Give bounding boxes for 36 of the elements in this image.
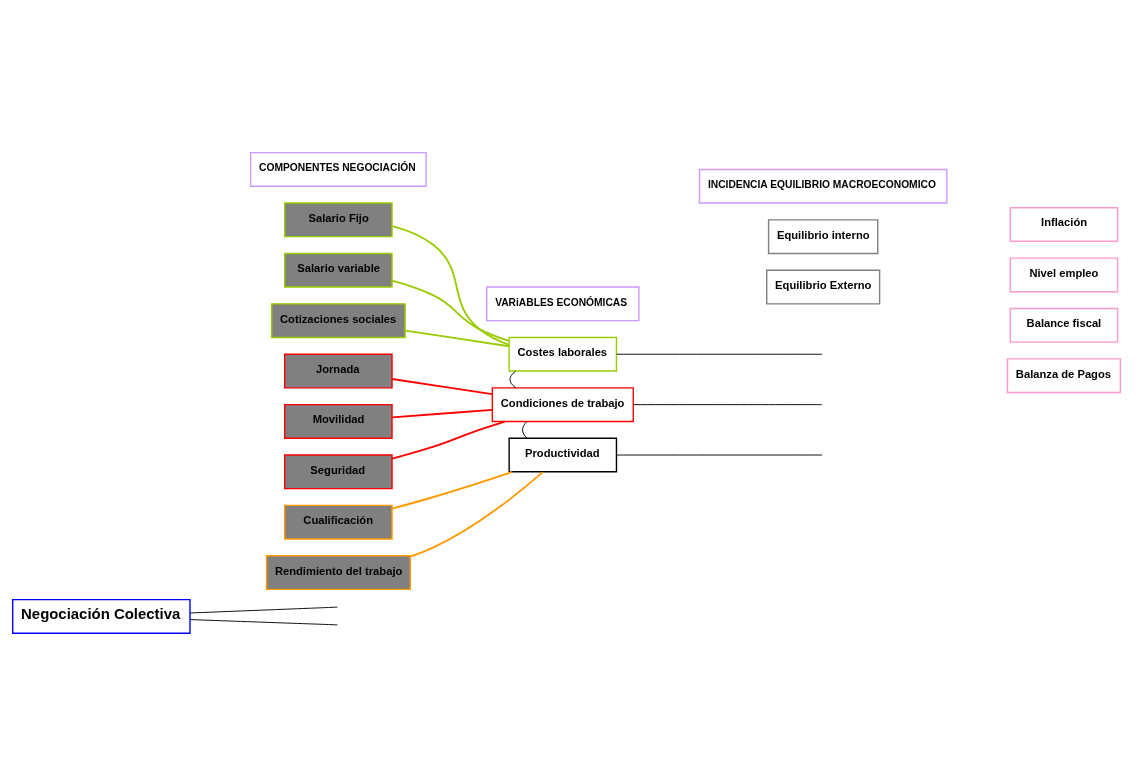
connector	[189, 606, 338, 614]
node-box: Rendimiento del trabajo	[265, 555, 411, 591]
node-box: Cotizaciones sociales	[270, 303, 406, 339]
node-box: Condiciones de trabajo	[491, 387, 634, 423]
connector	[632, 404, 823, 406]
connector	[616, 454, 823, 456]
node-box: Cualificación	[284, 504, 393, 540]
node-box: Seguridad	[284, 454, 393, 490]
connector	[391, 408, 494, 419]
node-box: Balanza de Pagos	[1006, 358, 1122, 394]
connector	[404, 329, 510, 348]
node-box: INCIDENCIA EQUILIBRIO MACROECONOMICO	[698, 168, 948, 204]
connector	[509, 370, 517, 389]
connector	[391, 225, 510, 346]
node-box: Costes laborales	[508, 336, 618, 372]
node-box: Balance fiscal	[1009, 307, 1119, 343]
connector	[189, 619, 338, 626]
connector	[391, 279, 510, 342]
node-box: Equilibrio Externo	[766, 269, 881, 305]
connector	[391, 420, 506, 460]
node-box: Salario Fijo	[284, 202, 393, 238]
node-box: COMPONENTES NEGOCIACIÓN	[249, 151, 427, 187]
connector	[391, 471, 514, 510]
node-box: VARiABLES ECONÓMICAS	[486, 286, 640, 322]
connector	[522, 421, 528, 439]
connector	[409, 471, 544, 558]
node-box: Equilibrio interno	[767, 219, 879, 255]
connector	[391, 378, 494, 396]
node-box: Negociación Colectiva	[11, 598, 191, 634]
node-box: Salario variable	[284, 252, 393, 288]
node-box: Nivel empleo	[1009, 257, 1119, 293]
node-box: Movilidad	[284, 403, 393, 439]
node-box: Productividad	[508, 437, 618, 473]
connector	[616, 353, 823, 355]
node-box: Jornada	[284, 353, 393, 389]
node-box: Inflación	[1009, 207, 1119, 242]
